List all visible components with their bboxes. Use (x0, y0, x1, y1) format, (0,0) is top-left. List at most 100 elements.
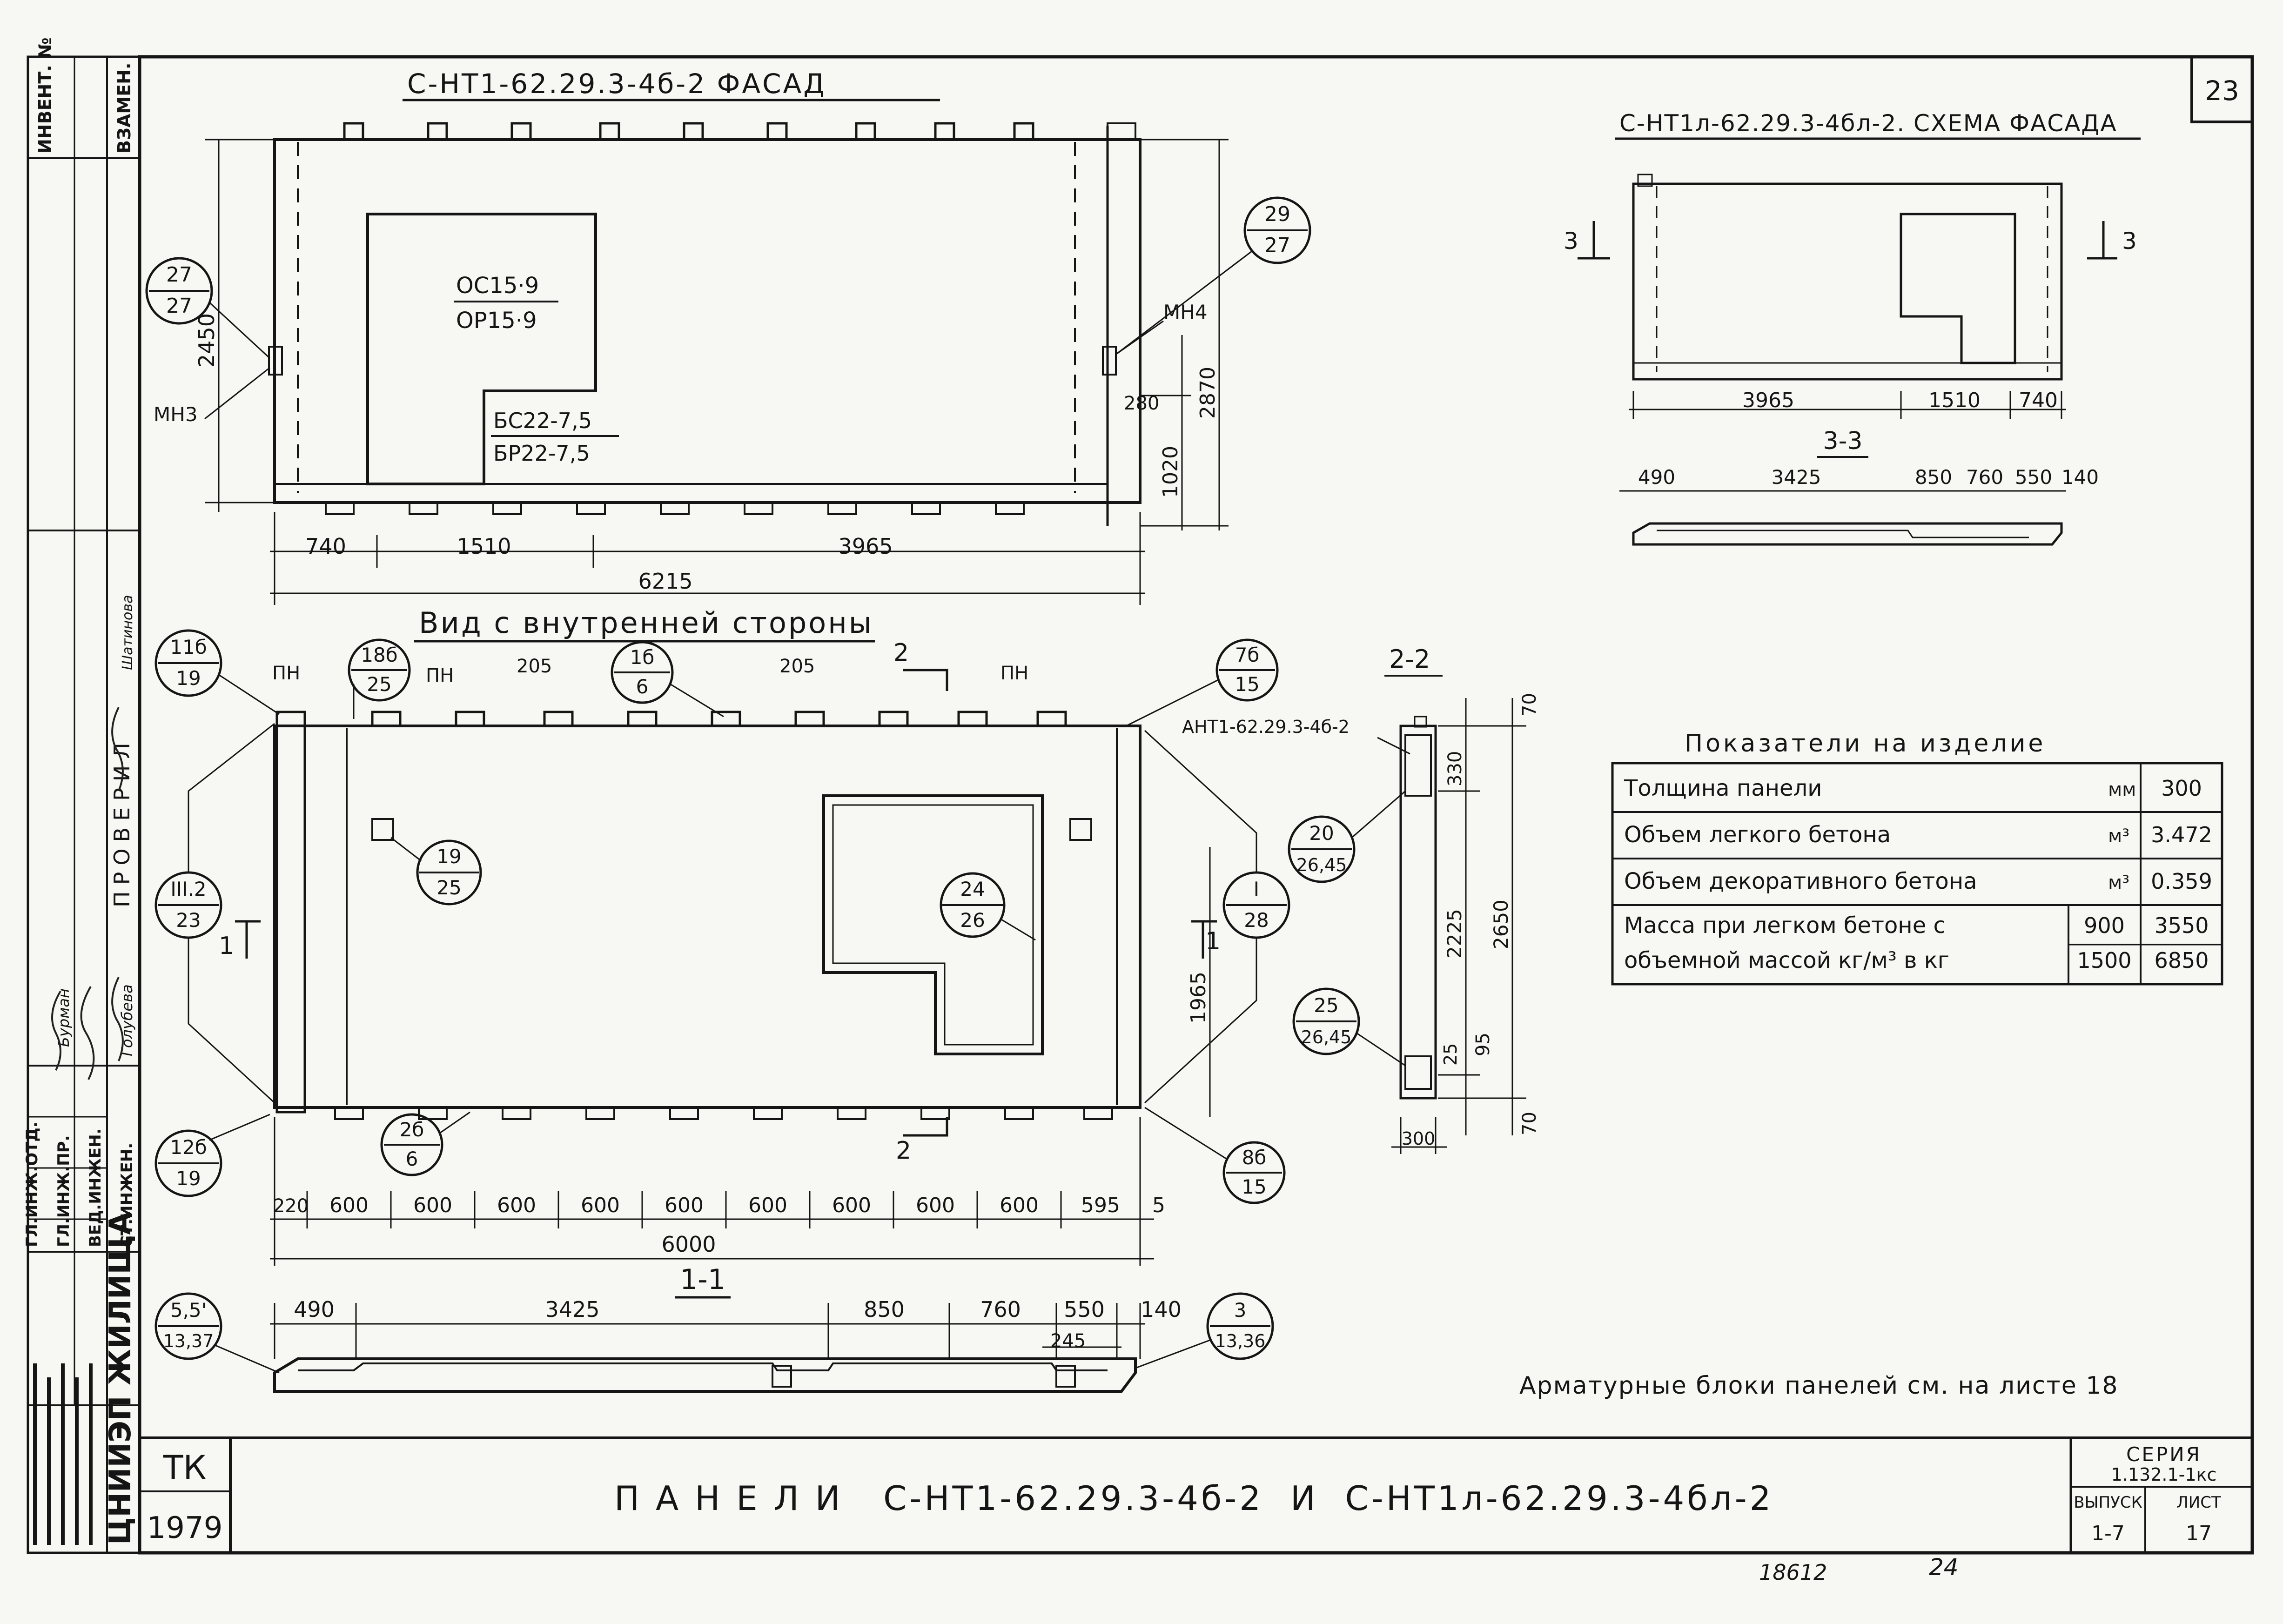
reinforcement-note: Арматурные блоки панелей см. на листе 18 (1519, 1372, 2118, 1400)
mark-mn4: МН4 (1163, 301, 1208, 323)
ind-unit-1: мм (2108, 779, 2136, 800)
s22-dim-2225: 2225 (1443, 909, 1466, 959)
ind-unit-3: м³ (2108, 872, 2129, 893)
facade-callout-right: 29 27 (1116, 196, 1311, 355)
svg-text:19: 19 (436, 845, 461, 868)
callout-III2-23: III.2 23 (154, 723, 275, 1104)
svg-text:490: 490 (294, 1297, 335, 1322)
callout-I-28: I 28 (1144, 730, 1290, 1104)
svg-text:13,37: 13,37 (163, 1331, 214, 1351)
series-label: СЕРИЯ (2126, 1443, 2202, 1466)
svg-text:8б: 8б (1242, 1146, 1267, 1169)
facade-view: С-НТ1-62.29.3-4б-2 ФАСАД ОС15·9 ОР15·9 Б… (145, 68, 1311, 605)
svg-text:26,45: 26,45 (1296, 855, 1347, 875)
facade-dim-280: 280 (1124, 393, 1159, 414)
dim-205-1: 205 (517, 656, 552, 677)
svg-text:12б: 12б (170, 1136, 207, 1159)
page-number: 24 (1929, 1554, 1959, 1581)
stamp-name-2: Голубева (118, 984, 136, 1056)
inner-dims-bottom (270, 1117, 1154, 1266)
left-stamp: ИНВЕНТ. № ВЗАМЕН. ПРОВЕРИЛ ГЛ.ИНЖ.ОТД. Г… (23, 37, 138, 1545)
callout-18b-25: 18б 25 (348, 638, 411, 719)
section-mark-2-bottom: 2 (896, 1137, 911, 1165)
inner-view: Вид с внутренней стороны ПН ПН ПН 205 20… (154, 606, 1290, 1266)
facade-dim-2870: 2870 (1196, 367, 1220, 419)
svg-text:26,45: 26,45 (1301, 1027, 1352, 1047)
callout-25-2645: 25 26,45 (1292, 987, 1406, 1067)
svg-text:600: 600 (748, 1194, 787, 1217)
svg-text:27: 27 (1264, 234, 1290, 257)
facade-dim-2450: 2450 (194, 313, 219, 368)
svg-text:760: 760 (980, 1297, 1021, 1322)
stamp-invent: ИНВЕНТ. № (35, 37, 55, 154)
scheme-section-title: 3-3 (1823, 427, 1863, 455)
sheet-frame (27, 55, 2254, 1555)
section-1-1: 1-1 490 3425 850 760 550 140 245 5,5' 13… (154, 1263, 1274, 1393)
ind-value-1: 300 (2161, 776, 2202, 801)
svg-text:25: 25 (1314, 994, 1338, 1017)
facade-scheme-title: С-НТ1л-62.29.3-4бл-2. СХЕМА ФАСАДА (1619, 110, 2117, 137)
stamp-role-3: ВЕД.ИНЖЕН. (86, 1128, 105, 1247)
door-mark-1: БС22-7,5 (493, 408, 592, 433)
stamp-role-2: ГЛ.ИНЖ.ПР. (54, 1135, 73, 1247)
svg-text:19: 19 (176, 1167, 201, 1190)
stamp-role-1: ГЛ.ИНЖ.ОТД. (23, 1121, 41, 1247)
svg-text:3425: 3425 (1772, 466, 1821, 489)
ind-density-900: 900 (2084, 913, 2125, 938)
callout-11b-19: 11б 19 (154, 629, 280, 715)
svg-text:III.2: III.2 (170, 878, 206, 900)
svg-text:3: 3 (1234, 1299, 1247, 1322)
callout-12b-19: 12б 19 (154, 1114, 270, 1197)
svg-text:600: 600 (832, 1194, 871, 1217)
svg-text:850: 850 (1915, 466, 1952, 489)
drawing-title: П А Н Е Л И С-НТ1-62.29.3-4б-2 И С-НТ1л-… (614, 1479, 1774, 1518)
svg-text:850: 850 (864, 1297, 905, 1322)
ind-mass-label-1: Масса при легком бетоне с (1624, 913, 1946, 939)
series-value: 1.132.1-1кс (2111, 1464, 2217, 1485)
svg-text:600: 600 (665, 1194, 704, 1217)
section-1-1-profile (273, 1357, 1137, 1393)
callout-7b-15: 7б 15 (1126, 638, 1279, 727)
year-label: 1979 (147, 1511, 223, 1545)
s22-dim-2650: 2650 (1490, 899, 1512, 949)
inner-dims-bottom-labels: 220 600 600 600 600 600 600 600 600 600 … (273, 1194, 1165, 1257)
facade-top-loops (343, 122, 1034, 140)
sheet-number: 23 (2205, 75, 2239, 107)
svg-text:3965: 3965 (1742, 389, 1794, 412)
callout-2b-6: 2б 6 (380, 1111, 470, 1176)
svg-text:600: 600 (329, 1194, 369, 1217)
window-mark-1: ОС15·9 (456, 273, 539, 299)
s22-dim-70-top: 70 (1519, 693, 1540, 717)
issue-label: ВЫПУСК (2074, 1493, 2142, 1512)
facade-dim-total: 6215 (638, 569, 692, 594)
stamp-vzamen: ВЗАМЕН. (114, 63, 134, 154)
svg-text:23: 23 (176, 909, 201, 932)
svg-text:140: 140 (1141, 1297, 1182, 1322)
section-mark-1-left: 1 (219, 932, 234, 960)
ind-mass-label-2: объемной массой кг/м³ в кг (1624, 947, 1949, 973)
scheme-section-mark-right: 3 (2122, 228, 2137, 255)
svg-text:1б: 1б (630, 646, 655, 669)
facade-bottom-teeth (325, 503, 1025, 515)
svg-text:7б: 7б (1235, 644, 1260, 666)
facade-dims (205, 139, 1229, 605)
pn-label-2: ПН (426, 665, 454, 686)
facade-opening (366, 213, 597, 485)
svg-text:11б: 11б (170, 636, 207, 658)
svg-text:595: 595 (1081, 1194, 1120, 1217)
inner-bottom-teeth (334, 1107, 1113, 1120)
svg-text:600: 600 (581, 1194, 620, 1217)
mark-mn3: МН3 (154, 403, 198, 426)
svg-text:27: 27 (166, 294, 192, 318)
svg-text:19: 19 (176, 667, 201, 690)
callout-3-1336: 3 13,36 (1135, 1292, 1274, 1369)
svg-text:15: 15 (1242, 1175, 1266, 1198)
svg-text:1510: 1510 (1928, 389, 1981, 412)
facade-title: С-НТ1-62.29.3-4б-2 ФАСАД (407, 68, 826, 100)
org-logo: ЦНИИЭП ЖИЛИЩА (103, 1212, 138, 1545)
s22-dim-300: 300 (1402, 1128, 1436, 1149)
inner-dim-total: 6000 (661, 1232, 716, 1257)
indicators-table: Показатели на изделие Толщина панели мм … (1611, 730, 2223, 986)
svg-text:550: 550 (1064, 1297, 1105, 1322)
ind-value-2: 3.472 (2151, 822, 2212, 847)
